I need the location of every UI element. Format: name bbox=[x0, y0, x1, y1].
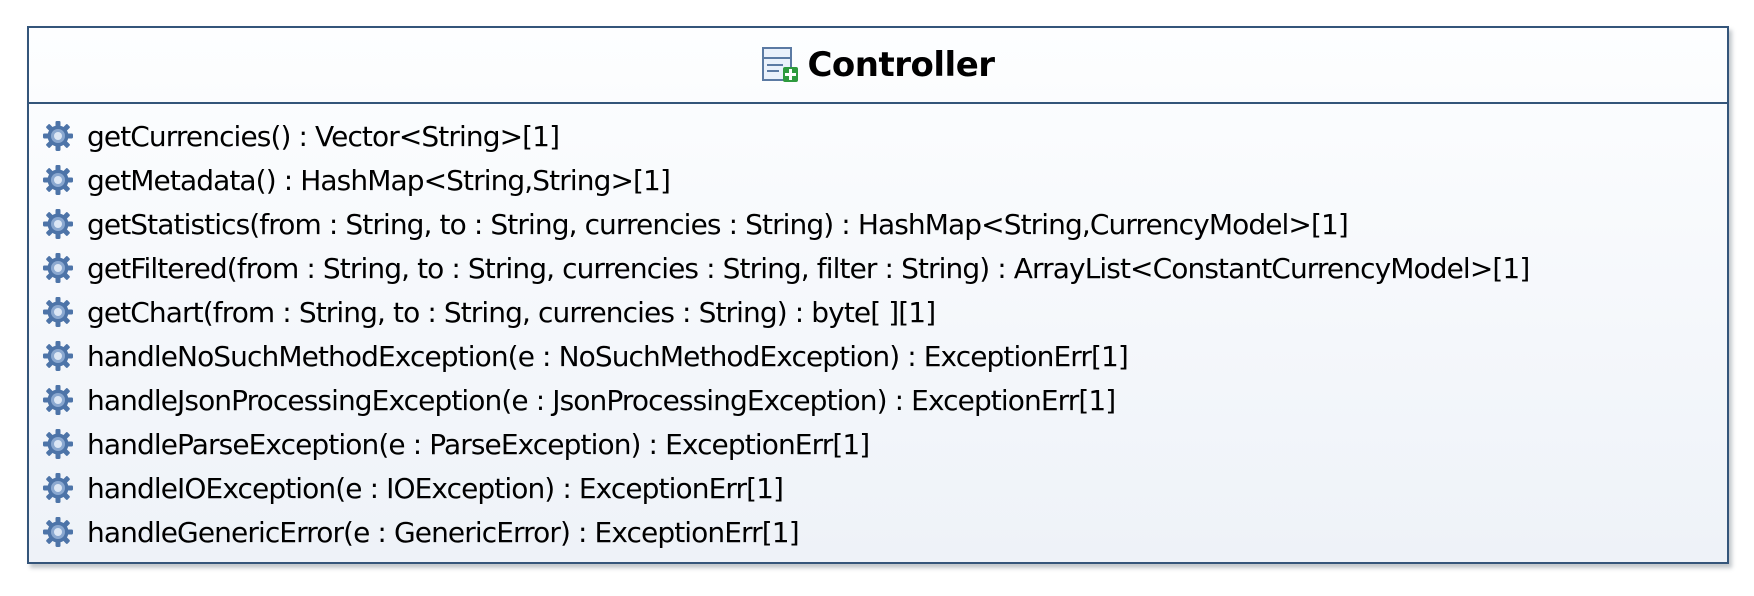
class-name: Controller bbox=[807, 45, 995, 85]
operation-signature: handleParseException(e : ParseException)… bbox=[87, 427, 870, 461]
operation-gear-icon bbox=[41, 427, 75, 461]
operation-signature: handleNoSuchMethodException(e : NoSuchMe… bbox=[87, 339, 1129, 373]
operation-signature: handleJsonProcessingException(e : JsonPr… bbox=[87, 383, 1116, 417]
operation-gear-icon bbox=[41, 207, 75, 241]
operation-gear-icon bbox=[41, 163, 75, 197]
operation-row[interactable]: handleGenericError(e : GenericError) : E… bbox=[41, 510, 1727, 554]
operation-gear-icon bbox=[41, 119, 75, 153]
operation-row[interactable]: handleParseException(e : ParseException)… bbox=[41, 422, 1727, 466]
class-header: Controller bbox=[29, 28, 1727, 104]
operation-gear-icon bbox=[41, 515, 75, 549]
operation-gear-icon bbox=[41, 383, 75, 417]
operation-row[interactable]: getFiltered(from : String, to : String, … bbox=[41, 246, 1727, 290]
operation-signature: getCurrencies() : Vector<String>[1] bbox=[87, 119, 560, 153]
operation-row[interactable]: getStatistics(from : String, to : String… bbox=[41, 202, 1727, 246]
class-icon bbox=[762, 47, 799, 82]
operation-signature: handleGenericError(e : GenericError) : E… bbox=[87, 515, 800, 549]
operation-signature: getMetadata() : HashMap<String,String>[1… bbox=[87, 163, 671, 197]
operation-signature: handleIOException(e : IOException) : Exc… bbox=[87, 471, 784, 505]
operation-gear-icon bbox=[41, 295, 75, 329]
operation-row[interactable]: getChart(from : String, to : String, cur… bbox=[41, 290, 1727, 334]
operation-gear-icon bbox=[41, 471, 75, 505]
operation-signature: getFiltered(from : String, to : String, … bbox=[87, 251, 1530, 285]
operation-row[interactable]: handleNoSuchMethodException(e : NoSuchMe… bbox=[41, 334, 1727, 378]
operation-row[interactable]: getMetadata() : HashMap<String,String>[1… bbox=[41, 158, 1727, 202]
operation-row[interactable]: handleIOException(e : IOException) : Exc… bbox=[41, 466, 1727, 510]
operation-gear-icon bbox=[41, 339, 75, 373]
operation-row[interactable]: getCurrencies() : Vector<String>[1] bbox=[41, 114, 1727, 158]
operation-signature: getStatistics(from : String, to : String… bbox=[87, 207, 1349, 241]
operation-row[interactable]: handleJsonProcessingException(e : JsonPr… bbox=[41, 378, 1727, 422]
operation-gear-icon bbox=[41, 251, 75, 285]
uml-class-box[interactable]: Controller getCurrencies() : Vector<Stri… bbox=[27, 26, 1729, 564]
operations-compartment: getCurrencies() : Vector<String>[1] getMe… bbox=[29, 104, 1727, 554]
operation-signature: getChart(from : String, to : String, cur… bbox=[87, 295, 936, 329]
